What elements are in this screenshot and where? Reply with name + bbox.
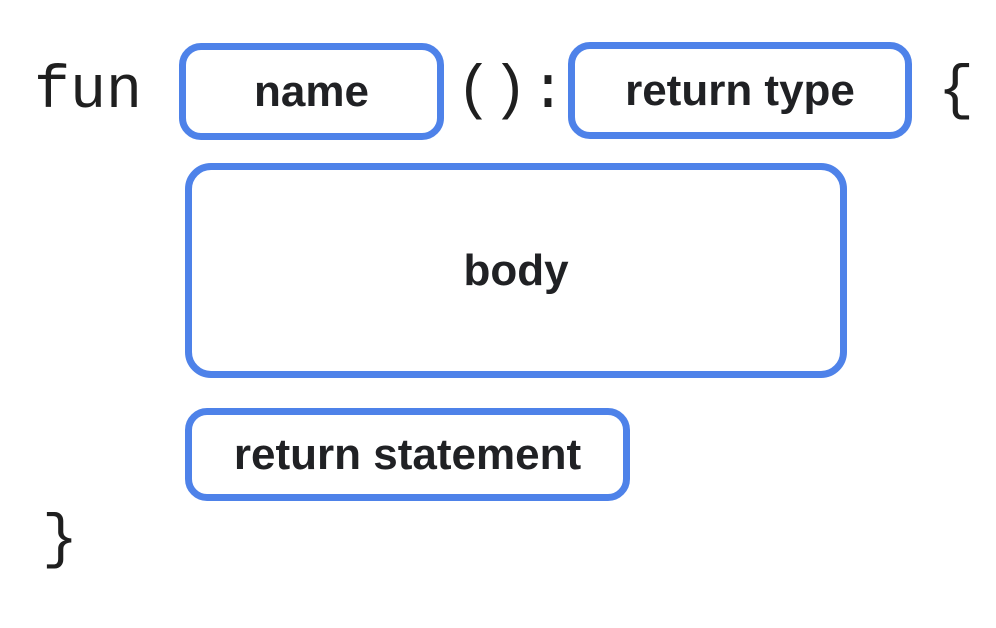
fun-keyword-token: fun — [34, 58, 143, 126]
colon-token: : — [530, 58, 567, 126]
return-type-slot-label: return type — [625, 65, 855, 115]
open-brace-token: { — [938, 58, 975, 126]
close-brace-token: } — [42, 507, 79, 575]
return-type-slot-box: return type — [568, 42, 912, 139]
return-statement-slot-box: return statement — [185, 408, 630, 501]
body-slot-label: body — [463, 245, 569, 295]
parentheses-token: () — [456, 58, 529, 126]
name-slot-label: name — [254, 66, 369, 116]
return-statement-slot-label: return statement — [233, 429, 582, 479]
name-slot-box: name — [179, 43, 444, 140]
body-slot-box: body — [185, 163, 847, 378]
